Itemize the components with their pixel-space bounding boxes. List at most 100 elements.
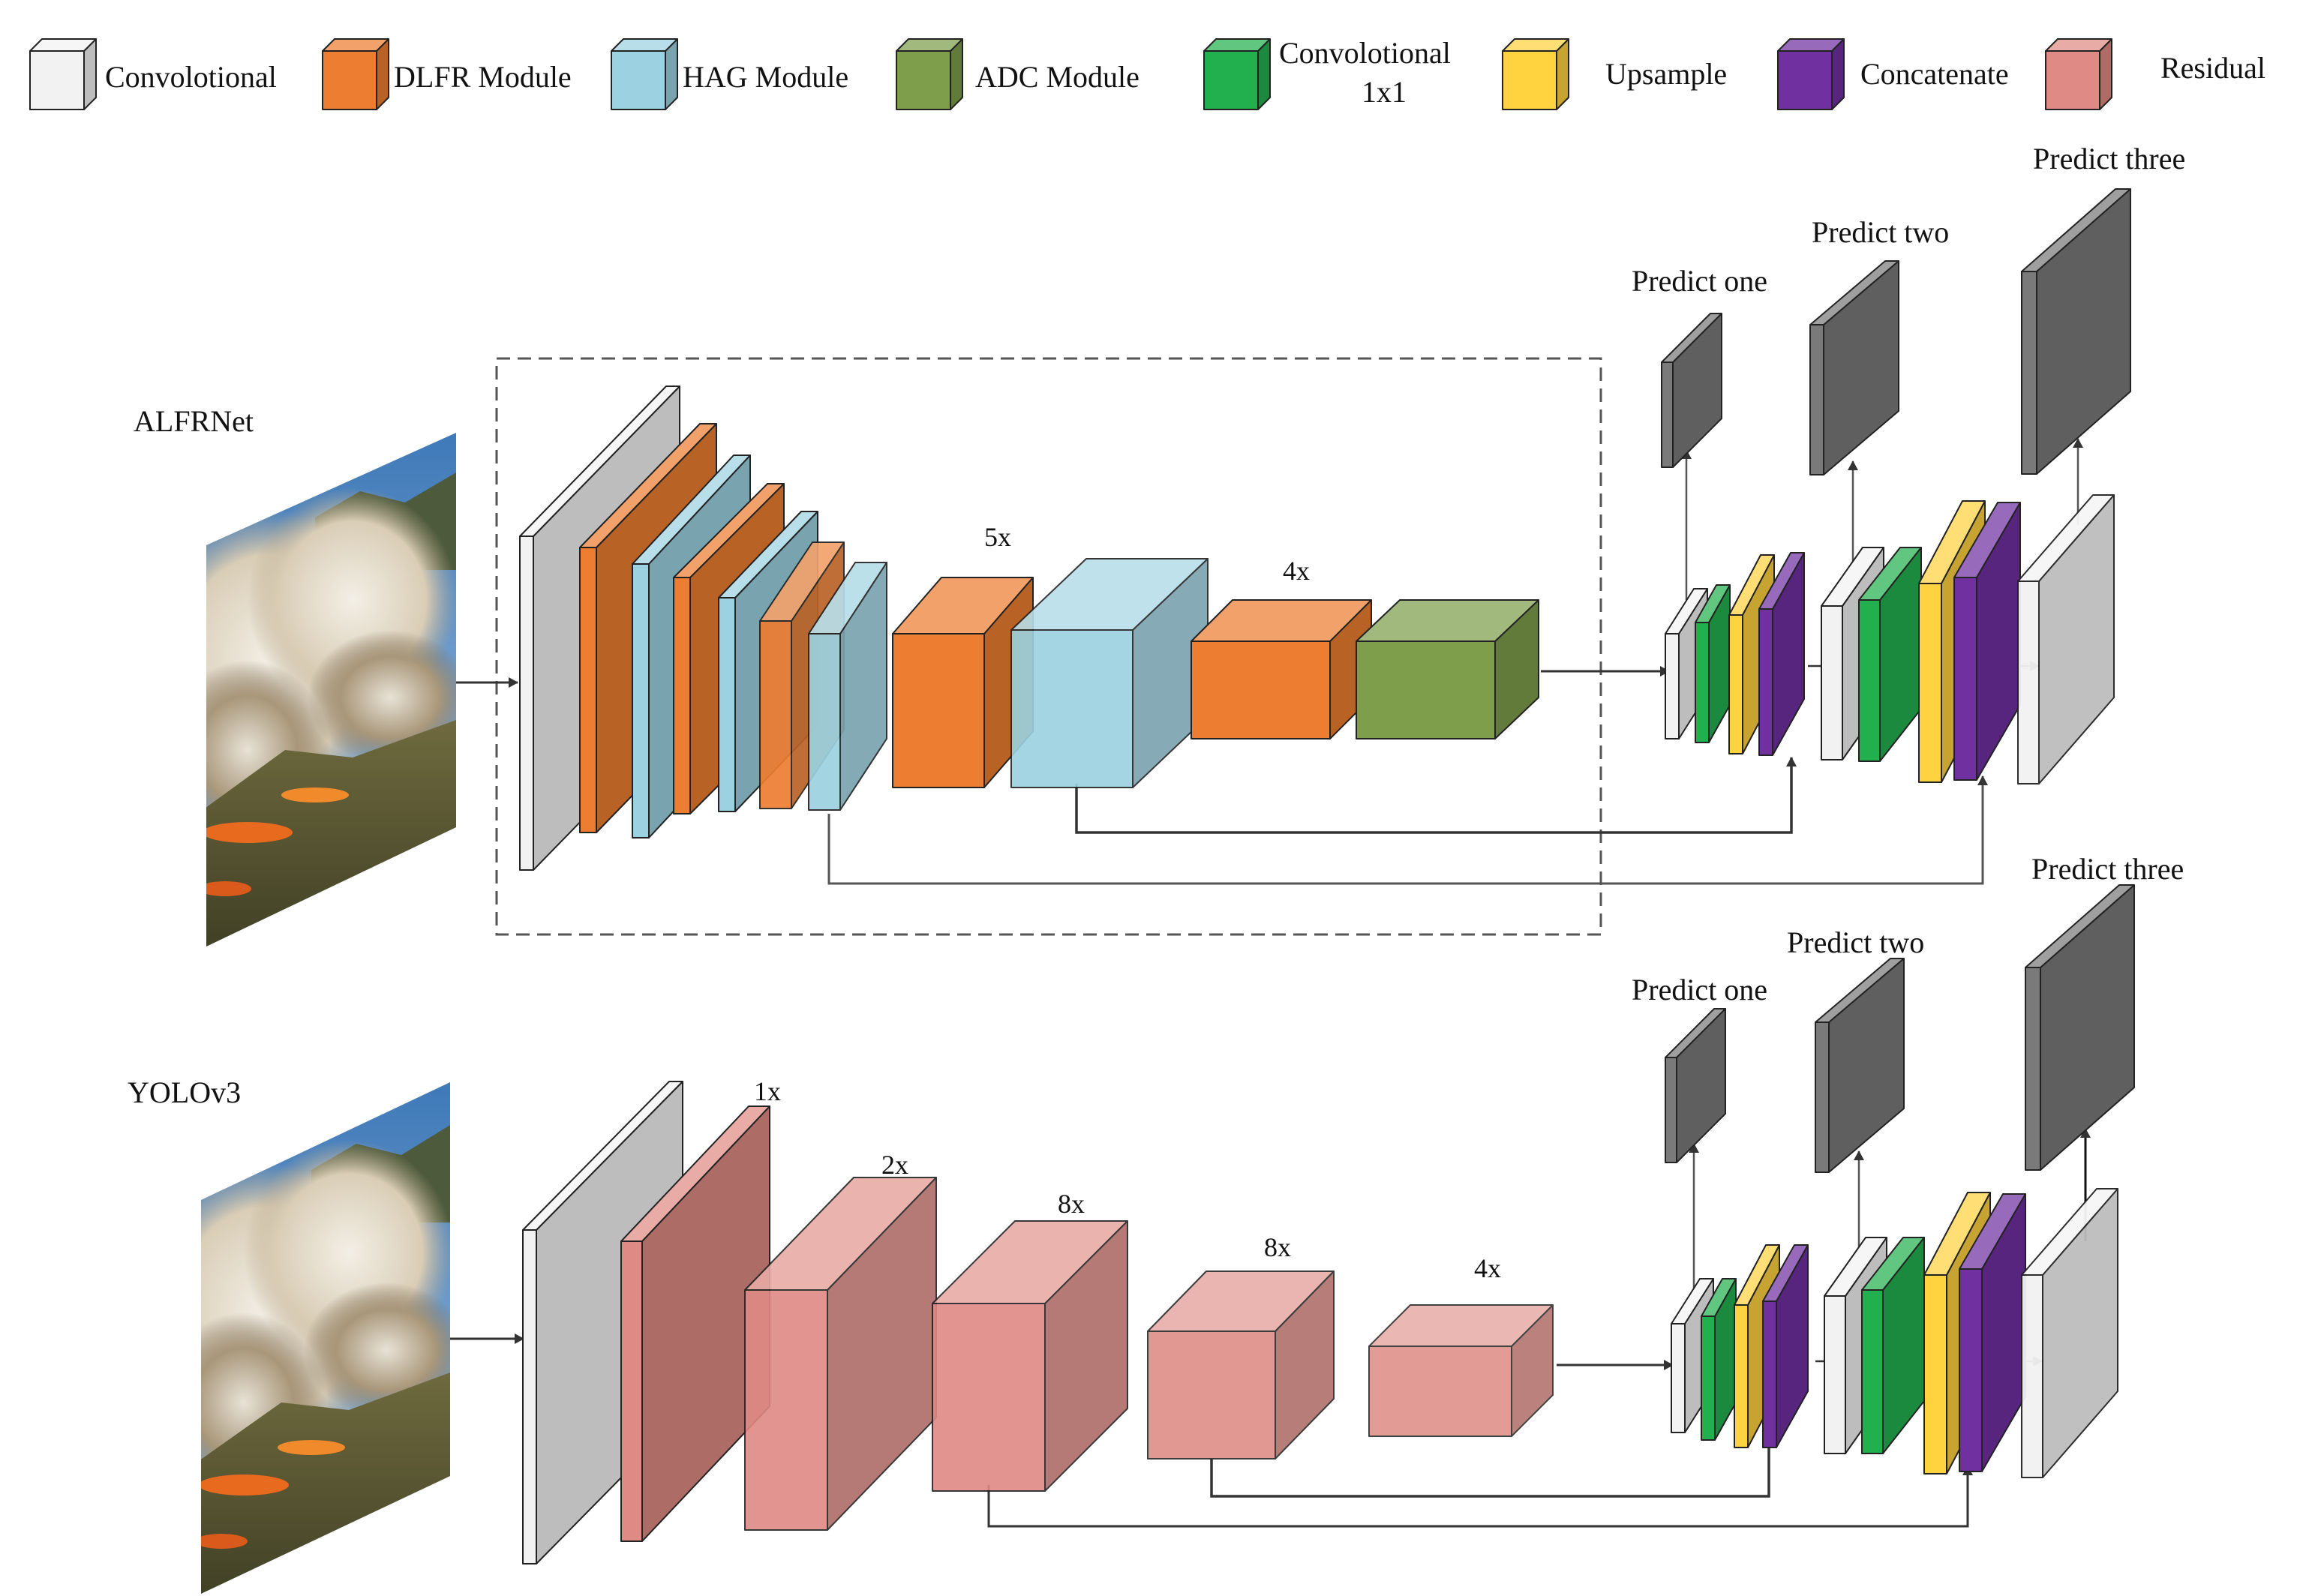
- legend-cube-dlfr-top: [322, 38, 389, 52]
- alf-neck-conv-3-front: [2017, 580, 2040, 784]
- yolo-neck-concat-2: [1959, 1193, 2026, 1472]
- yolov3-repeat-8x-b: 8x: [1264, 1232, 1291, 1262]
- alf-hag-3: [808, 562, 887, 811]
- yolov3-repeat-1x: 1x: [754, 1076, 781, 1106]
- legend-cube-convolutional-front: [29, 50, 85, 110]
- alf-hag-2-front: [718, 597, 736, 812]
- legend-cube-conv1x1-top: [1203, 38, 1271, 52]
- alf-adc-block-front: [1356, 640, 1496, 740]
- yolo-conv-input-front: [522, 1229, 537, 1564]
- yolov3-predict-three-label: Predict three: [2031, 852, 2184, 886]
- alf-dlfr-3-front: [759, 620, 792, 809]
- alfrnet-repeat-4x: 4x: [1283, 556, 1310, 586]
- alf-neck-concat-2-front: [1953, 577, 1977, 781]
- yolo-predict-three-front: [2025, 967, 2041, 1171]
- yolo-neck-upsample-2-front: [1923, 1274, 1947, 1474]
- yolo-neck-conv-2-front: [1824, 1295, 1846, 1454]
- legend-label-upsample: Upsample: [1605, 57, 1727, 91]
- alf-predict-three: [2021, 188, 2131, 475]
- yolo-predict-two: [1815, 958, 1905, 1173]
- alf-neck-conv-3: [2017, 494, 2115, 784]
- alf-predict-three-side: [2036, 188, 2131, 475]
- alf-dlfr-4x-block-front: [1191, 640, 1331, 740]
- yolo-neck-conv-3: [2021, 1188, 2118, 1478]
- alf-neck-concat-1-front: [1758, 608, 1773, 756]
- yolo-residual-1x-front: [620, 1240, 643, 1542]
- alfrnet-predict-one-label: Predict one: [1632, 264, 1767, 298]
- legend-cube-adc-front: [896, 50, 951, 110]
- alf-hag-block-front: [1010, 629, 1133, 788]
- legend-cube-hag-top: [611, 38, 678, 52]
- yolo-predict-three: [2025, 884, 2135, 1171]
- legend-cube-upsample-front: [1502, 50, 1557, 110]
- alf-hag-3-front: [808, 633, 841, 811]
- legend-label-conv1x1-line1: Convolotional: [1279, 36, 1451, 70]
- legend-label-adc: ADC Module: [975, 60, 1139, 94]
- alfrnet-predict-two-label: Predict two: [1812, 215, 1949, 249]
- legend-label-concatenate: Concatenate: [1860, 57, 2009, 91]
- legend-cube-upsample: [1502, 38, 1569, 110]
- legend-cube-upsample-top: [1502, 38, 1569, 52]
- skip-connection-mid: [1210, 1436, 1774, 1498]
- yolo-predict-one: [1665, 1008, 1726, 1163]
- yolo-residual-4x-block-front: [1368, 1346, 1512, 1437]
- yolo-residual-8x-block-b: [1147, 1270, 1335, 1460]
- legend-cube-convolutional-top: [29, 38, 97, 52]
- yolo-residual-2x-block-front: [744, 1289, 828, 1531]
- skip-connection-shallow: [987, 1466, 1973, 1528]
- skip-connection-mid: [1075, 757, 1797, 834]
- legend-cube-residual-front: [2045, 50, 2100, 110]
- alf-neck-conv-2-front: [1821, 605, 1843, 760]
- legend-label-dlfr: DLFR Module: [394, 60, 572, 94]
- legend-cube-dlfr: [322, 38, 389, 110]
- legend-label-conv1x1-line2: 1x1: [1362, 75, 1407, 109]
- alf-neck-concat-2: [1953, 502, 2021, 781]
- yolo-neck-concat-2-front: [1959, 1268, 1983, 1472]
- legend-cube-concatenate: [1777, 38, 1845, 110]
- legend-cube-hag-front: [611, 50, 666, 110]
- yolo-neck-conv-1-front: [1671, 1323, 1686, 1433]
- alf-hag-1-front: [632, 563, 650, 838]
- alfrnet-predict-three-label: Predict three: [2033, 142, 2185, 176]
- legend-cube-adc-top: [896, 38, 963, 52]
- yolo-neck-conv-3-front: [2021, 1274, 2043, 1478]
- alf-neck-upsample-2-front: [1918, 583, 1942, 783]
- alf-neck-conv1x1-2: [1858, 547, 1922, 762]
- yolov3-repeat-2x: 2x: [881, 1150, 908, 1180]
- yolo-neck-conv1x1-1: [1701, 1278, 1737, 1441]
- alf-neck-conv1x1-2-front: [1858, 599, 1881, 762]
- backbone-dashed-frame: [495, 357, 1602, 936]
- yolov3-title: YOLOv3: [128, 1076, 241, 1109]
- alf-hag-block: [1010, 558, 1209, 788]
- alf-predict-one: [1661, 313, 1722, 468]
- legend-cube-residual: [2045, 38, 2112, 110]
- yolo-residual-8x-block-a-front: [932, 1303, 1046, 1492]
- yolo-neck-conv1x1-2: [1861, 1237, 1925, 1454]
- legend-cube-adc: [896, 38, 963, 110]
- alf-neck-conv-1-front: [1665, 633, 1680, 740]
- alf-conv-input-front: [519, 536, 534, 871]
- yolov3-repeat-4x: 4x: [1474, 1253, 1501, 1283]
- yolo-neck-concat-1: [1762, 1244, 1809, 1448]
- alf-adc-block: [1356, 599, 1539, 740]
- alf-predict-one-front: [1661, 362, 1674, 468]
- legend-cube-dlfr-front: [322, 50, 377, 110]
- legend-label-convolutional: Convolotional: [105, 60, 277, 94]
- yolo-predict-one-front: [1665, 1057, 1677, 1163]
- alf-predict-two: [1809, 260, 1899, 476]
- legend-cube-concatenate-front: [1777, 50, 1833, 110]
- alfrnet-repeat-5x: 5x: [984, 522, 1011, 552]
- yolo-residual-8x-block-a: [932, 1220, 1128, 1492]
- alf-neck-upsample-1-front: [1728, 614, 1743, 754]
- yolov3-predict-one-label: Predict one: [1632, 973, 1767, 1006]
- yolo-neck-concat-1-front: [1762, 1300, 1777, 1448]
- legend-cube-conv1x1: [1203, 38, 1271, 110]
- alfrnet-blocks: [519, 188, 2131, 871]
- legend-cube-hag: [611, 38, 678, 110]
- alf-predict-two-front: [1809, 324, 1824, 476]
- yolo-neck-conv1x1-1-front: [1701, 1316, 1716, 1441]
- alf-neck-conv1x1-1: [1695, 584, 1731, 743]
- yolov3-predict-two-label: Predict two: [1787, 926, 1924, 959]
